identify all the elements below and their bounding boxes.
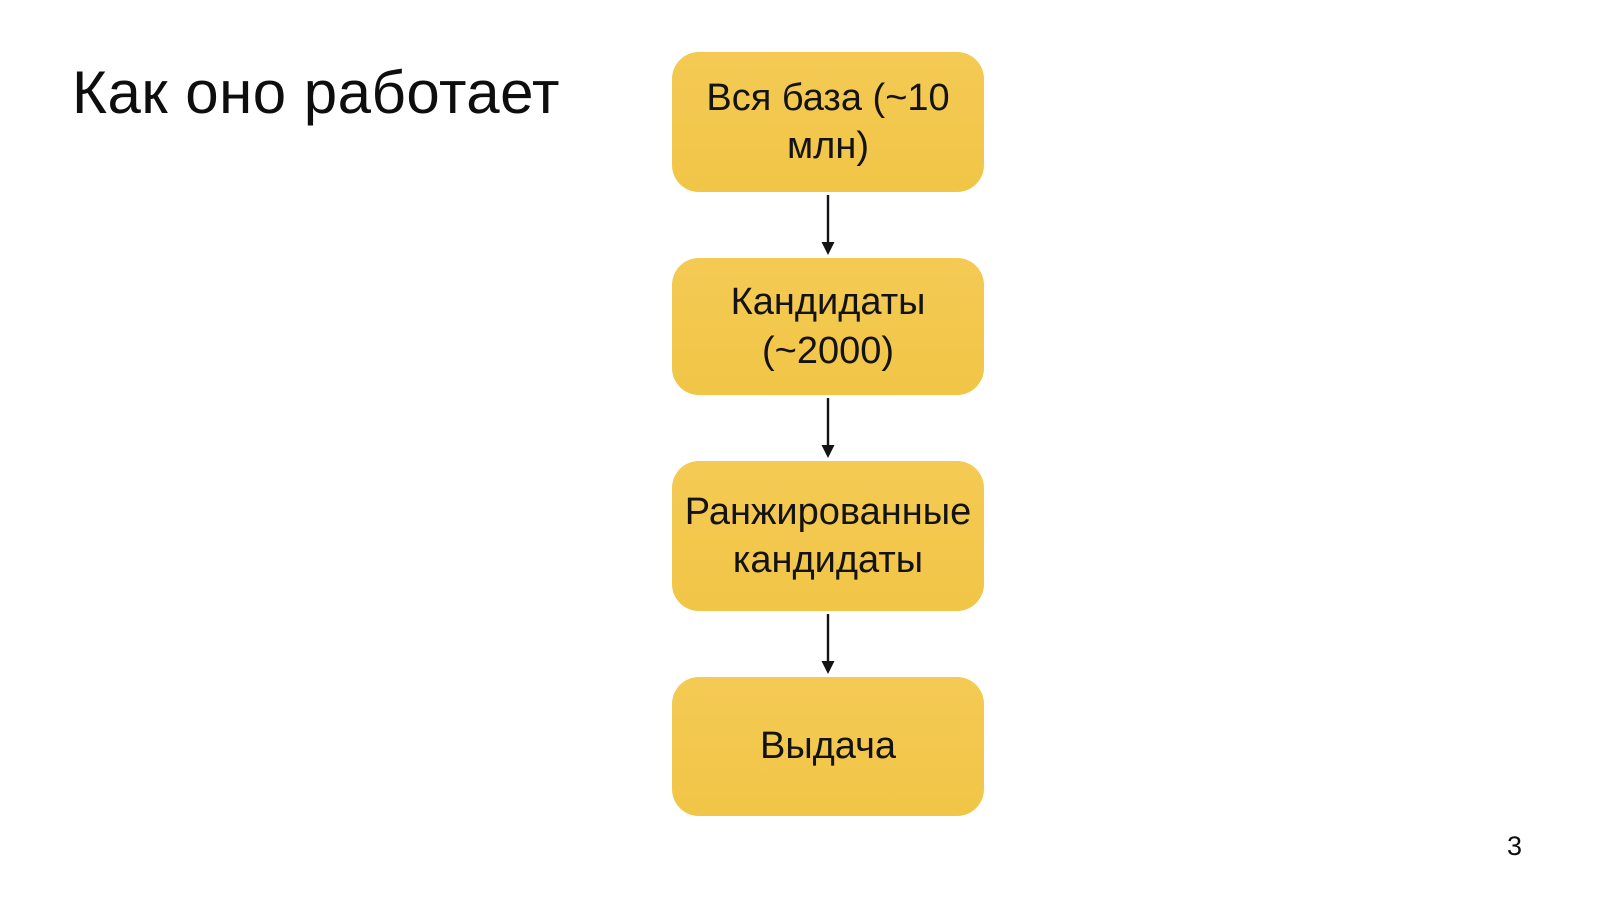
flow-node-label: Вся база (~10 млн) [706, 76, 950, 167]
flow-node-whole-database: Вся база (~10 млн) [672, 52, 984, 192]
slide-title: Как оно работает [72, 59, 560, 126]
flow-node-results: Выдача [672, 677, 984, 816]
flow-node-ranked-candidates: Ранжированные кандидаты [672, 461, 984, 611]
arrow-down-icon [819, 611, 837, 677]
flow-node-label: Кандидаты (~2000) [730, 281, 926, 372]
arrow-down-icon [819, 395, 837, 461]
arrow-down-icon [819, 192, 837, 258]
flow-node-label: Ранжированные кандидаты [684, 490, 972, 581]
flow-node-candidates: Кандидаты (~2000) [672, 258, 984, 395]
flow-node-label: Выдача [759, 725, 897, 768]
page-number: 3 [1506, 831, 1522, 861]
flowchart: Вся база (~10 млн) Кандидаты (~2000) Ран… [672, 52, 984, 816]
